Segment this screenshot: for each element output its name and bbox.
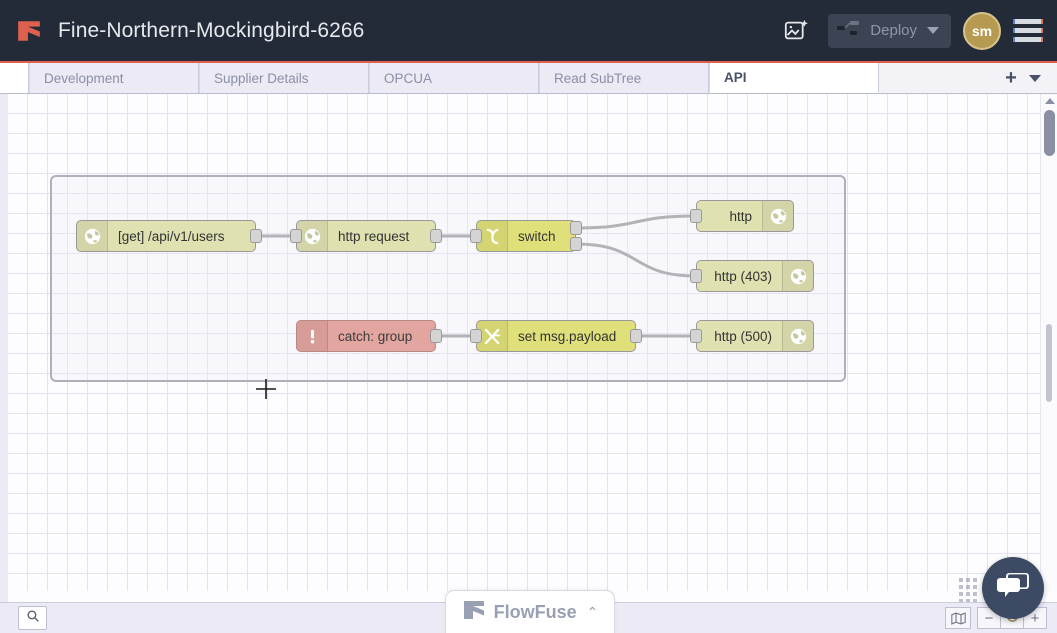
flow-tab-bar: Development Supplier Details OPCUA Read … [0,63,1057,94]
flow-node-http-resp-ok[interactable]: http [696,200,794,232]
globe-icon [297,221,328,251]
add-flow-button[interactable]: + [1005,67,1017,89]
flow-node-label: http request [338,228,410,244]
chevron-up-icon[interactable]: ⌃ [586,603,599,620]
scrollbar-up-arrow-icon[interactable] [1045,98,1055,104]
flow-node-http-resp-403[interactable]: http (403) [696,260,814,292]
tab-development[interactable]: Development [29,63,199,93]
flow-node-input-port[interactable] [470,229,482,243]
flow-list-chevron-down-icon[interactable] [1029,74,1041,82]
search-input[interactable] [18,606,47,630]
brand: Fine-Northern-Mockingbird-6266 [16,18,364,44]
tab-bar-gutter [0,63,29,93]
deploy-nodes-icon [836,18,862,43]
resize-grip-icon[interactable] [959,578,977,603]
flow-node-output-port[interactable] [630,329,642,343]
flow-node-label: http [729,208,752,224]
deploy-button[interactable]: Deploy [828,13,951,48]
navigator-map-icon[interactable] [945,607,971,629]
tab-read-subtree[interactable]: Read SubTree [539,63,709,93]
tab-bar-actions: + [997,63,1057,93]
flowfuse-footer-label: FlowFuse [493,601,577,622]
ai-assistant-sparkle-icon[interactable] [774,9,818,53]
flowfuse-logo-icon [16,18,42,44]
flow-node-output-port[interactable] [570,221,582,235]
editor-workspace: [get] /api/v1/users http request switch htt… [0,94,1057,633]
flow-node-input-port[interactable] [690,329,702,343]
flow-node-input-port[interactable] [690,209,702,223]
chevron-down-icon[interactable] [927,27,939,34]
flow-node-switch[interactable]: switch [476,220,576,252]
hamburger-menu-icon[interactable] [1013,15,1043,46]
tab-api[interactable]: API [709,63,879,93]
flow-node-http-resp-500[interactable]: http (500) [696,320,814,352]
app-header: Fine-Northern-Mockingbird-6266 [0,0,1057,63]
flow-node-label: http (403) [714,268,772,284]
flow-node-input-port[interactable] [690,269,702,283]
flow-node-input-port[interactable] [290,229,302,243]
vertical-scrollbar-thumb[interactable] [1044,110,1055,156]
flow-node-catch-group[interactable]: catch: group [296,320,436,352]
chat-bubble-button[interactable] [982,557,1044,619]
deploy-label: Deploy [870,22,917,39]
flow-canvas[interactable]: [get] /api/v1/users http request switch htt… [8,94,1048,591]
tab-supplier-details[interactable]: Supplier Details [199,63,369,93]
flow-node-http-request[interactable]: http request [296,220,436,252]
flow-node-output-port[interactable] [430,229,442,243]
flow-node-set-payload[interactable]: set msg.payload [476,320,636,352]
flow-node-output-port[interactable] [570,237,582,251]
flowfuse-footer-widget[interactable]: FlowFuse ⌃ [445,590,615,633]
tab-opcua[interactable]: OPCUA [369,63,539,93]
flow-node-label: set msg.payload [518,328,617,344]
exclamation-icon [297,321,328,351]
branch-icon [477,221,508,251]
flow-node-output-port[interactable] [250,229,262,243]
page-title: Fine-Northern-Mockingbird-6266 [58,18,365,42]
chat-bubble-icon [996,570,1030,607]
canvas-vertical-scrollbar[interactable] [1040,94,1057,591]
search-icon [26,609,40,628]
header-actions: Deploy sm [774,9,1057,53]
flowfuse-logo-icon [462,598,486,627]
vertical-scrollbar-secondary-thumb[interactable] [1046,324,1052,402]
globe-icon [77,221,108,251]
flow-node-input-port[interactable] [470,329,482,343]
change-icon [477,321,508,351]
flow-node-label: switch [518,228,556,244]
flow-node-label: http (500) [714,328,772,344]
avatar[interactable]: sm [963,11,1001,50]
globe-icon [762,201,793,231]
flow-node-label: catch: group [338,328,413,344]
flow-node-label: [get] /api/v1/users [118,228,225,244]
flow-node-http-in[interactable]: [get] /api/v1/users [76,220,256,252]
globe-icon [782,321,813,351]
globe-icon [782,261,813,291]
flow-node-output-port[interactable] [430,329,442,343]
